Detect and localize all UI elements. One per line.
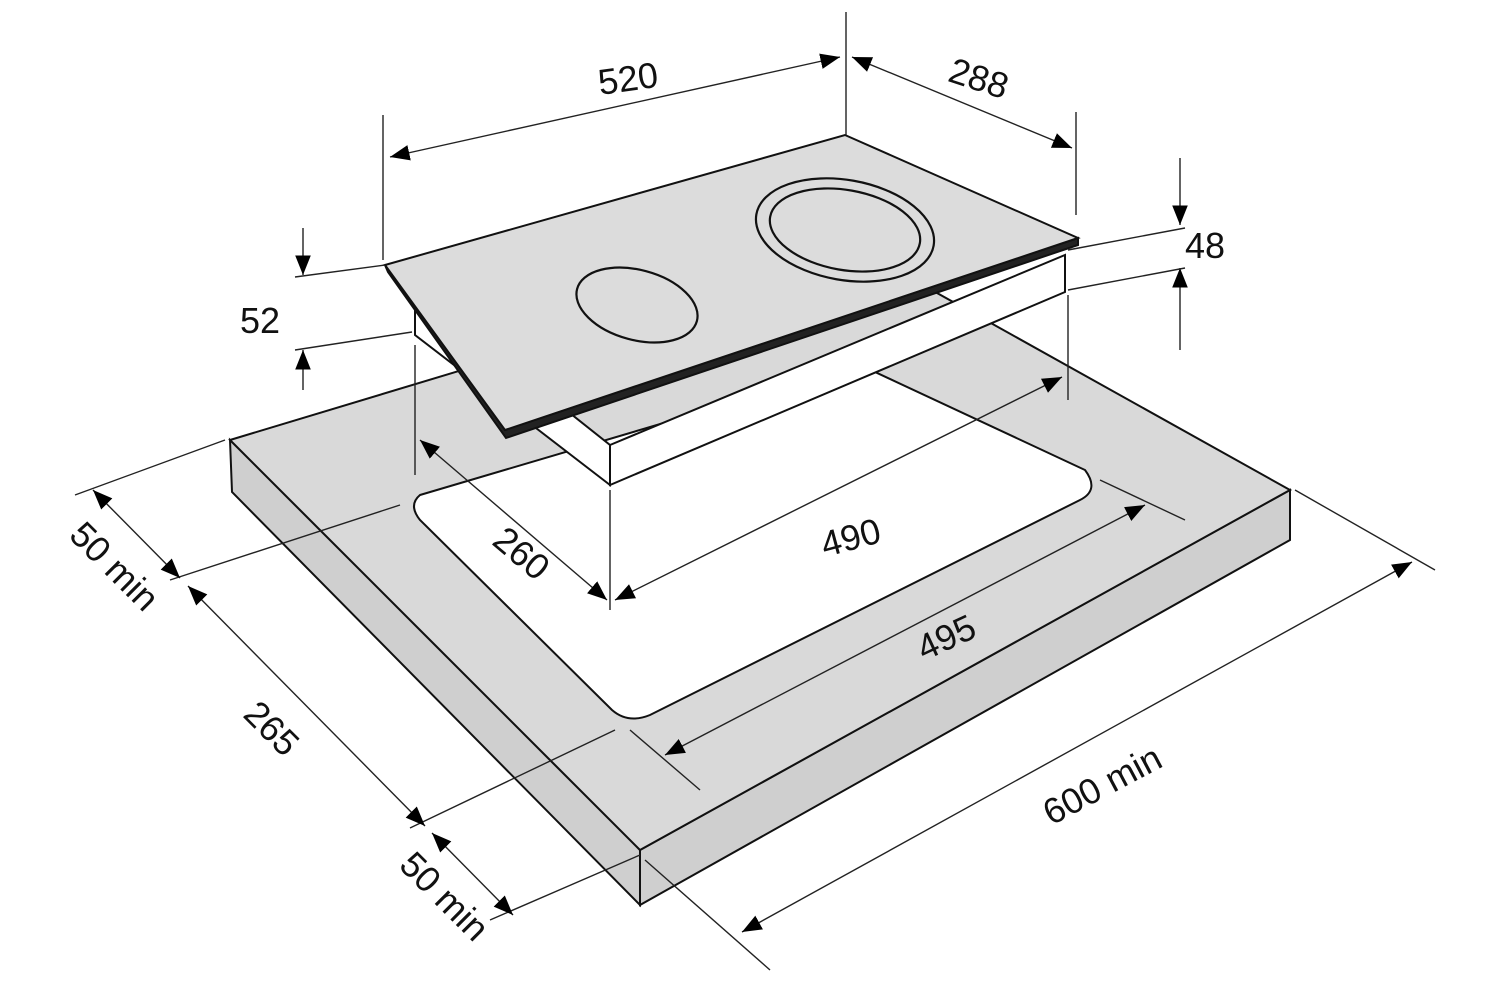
label-hob-width: 520: [595, 54, 660, 103]
hob-glass-top: [383, 133, 1081, 432]
large-burner-outer: [754, 177, 936, 283]
label-countertop-width: 600 min: [1036, 737, 1168, 833]
label-hob-depth: 288: [944, 49, 1014, 107]
large-burner-inner: [768, 187, 922, 273]
label-cutout-depth-total: 265: [236, 693, 307, 764]
small-burner: [575, 266, 699, 344]
label-total-height: 52: [240, 300, 280, 341]
label-rear-clearance: 50 min: [62, 513, 167, 618]
label-glass-height: 48: [1185, 225, 1225, 266]
label-front-clearance: 50 min: [392, 843, 497, 948]
dimension-lines: [74, 12, 1436, 971]
